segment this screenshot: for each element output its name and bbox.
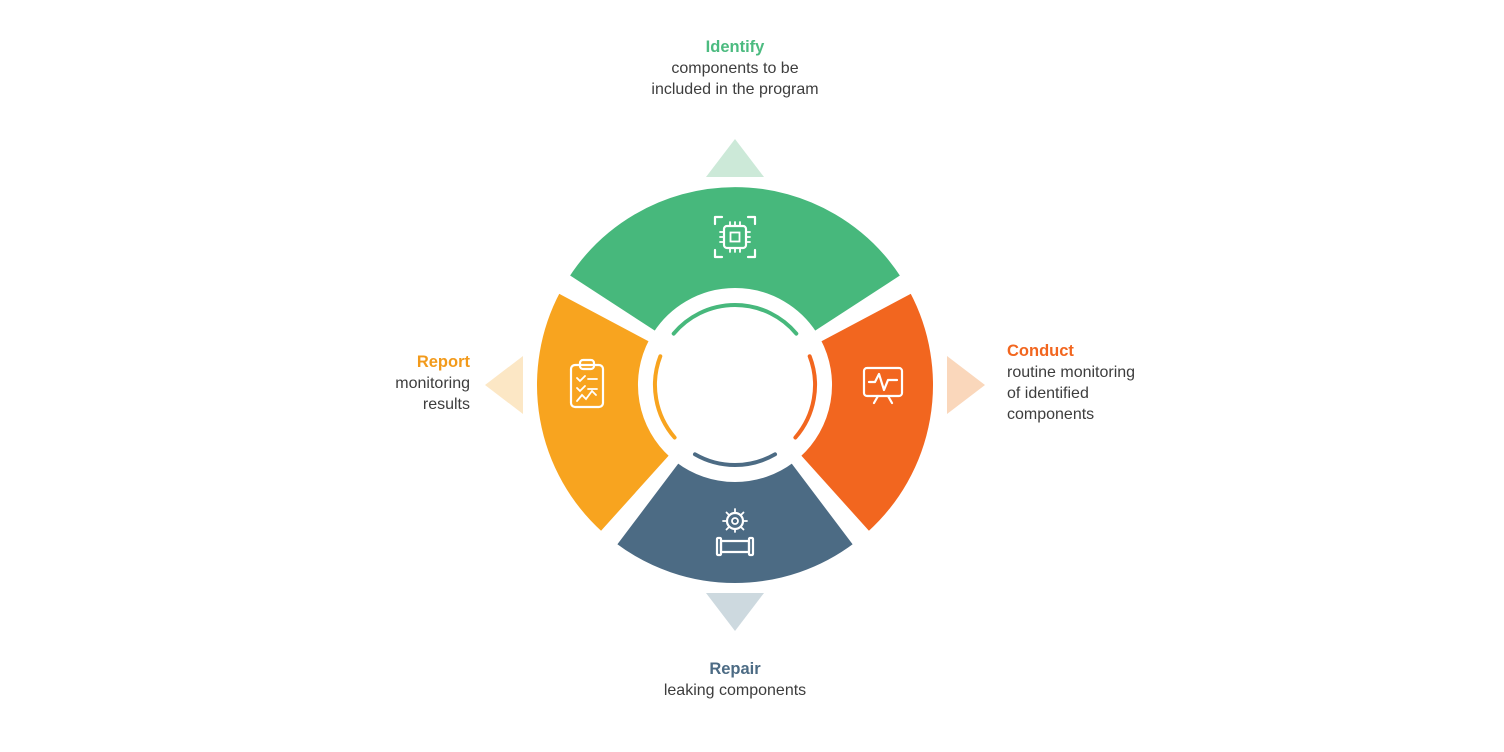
label-report-heading: Report	[416, 353, 470, 371]
label-identify-line: components to be	[671, 60, 799, 77]
arrow-up	[706, 139, 764, 177]
label-conduct-line: components	[1007, 406, 1095, 423]
label-repair: Repair leaking components	[535, 659, 935, 701]
label-conduct-line: of identified	[1007, 385, 1089, 402]
inner-arc-repair	[693, 452, 777, 468]
label-conduct-line: routine monitoring	[1007, 364, 1136, 381]
label-repair-line: leaking components	[663, 682, 807, 699]
label-identify-heading: Identify	[705, 38, 765, 56]
label-identify-line: included in the program	[651, 81, 819, 98]
label-report-line: results	[422, 396, 470, 413]
inner-arc-conduct	[793, 354, 818, 440]
arrow-down	[706, 593, 764, 631]
segment-conduct	[796, 289, 937, 536]
label-report-line: monitoring	[395, 375, 470, 392]
segment-identify	[565, 183, 905, 336]
label-conduct-heading: Conduct	[1007, 342, 1074, 360]
arrow-left	[485, 356, 523, 414]
inner-arc-report	[652, 354, 677, 440]
arrow-right	[947, 356, 985, 414]
inner-arc-identify	[671, 303, 799, 336]
segment-report	[533, 289, 674, 536]
chip-icon	[713, 215, 757, 259]
monitor-pulse-icon	[862, 366, 904, 405]
label-report: Report monitoring results	[250, 352, 470, 415]
label-repair-heading: Repair	[709, 660, 761, 678]
cycle-ring	[485, 139, 985, 631]
label-conduct: Conduct routine monitoring of identified…	[1007, 341, 1237, 425]
gear-pipe-icon	[715, 508, 755, 557]
segment-repair	[612, 458, 858, 587]
clipboard-checklist-icon	[569, 358, 605, 409]
label-identify: Identify components to be included in th…	[535, 37, 935, 100]
